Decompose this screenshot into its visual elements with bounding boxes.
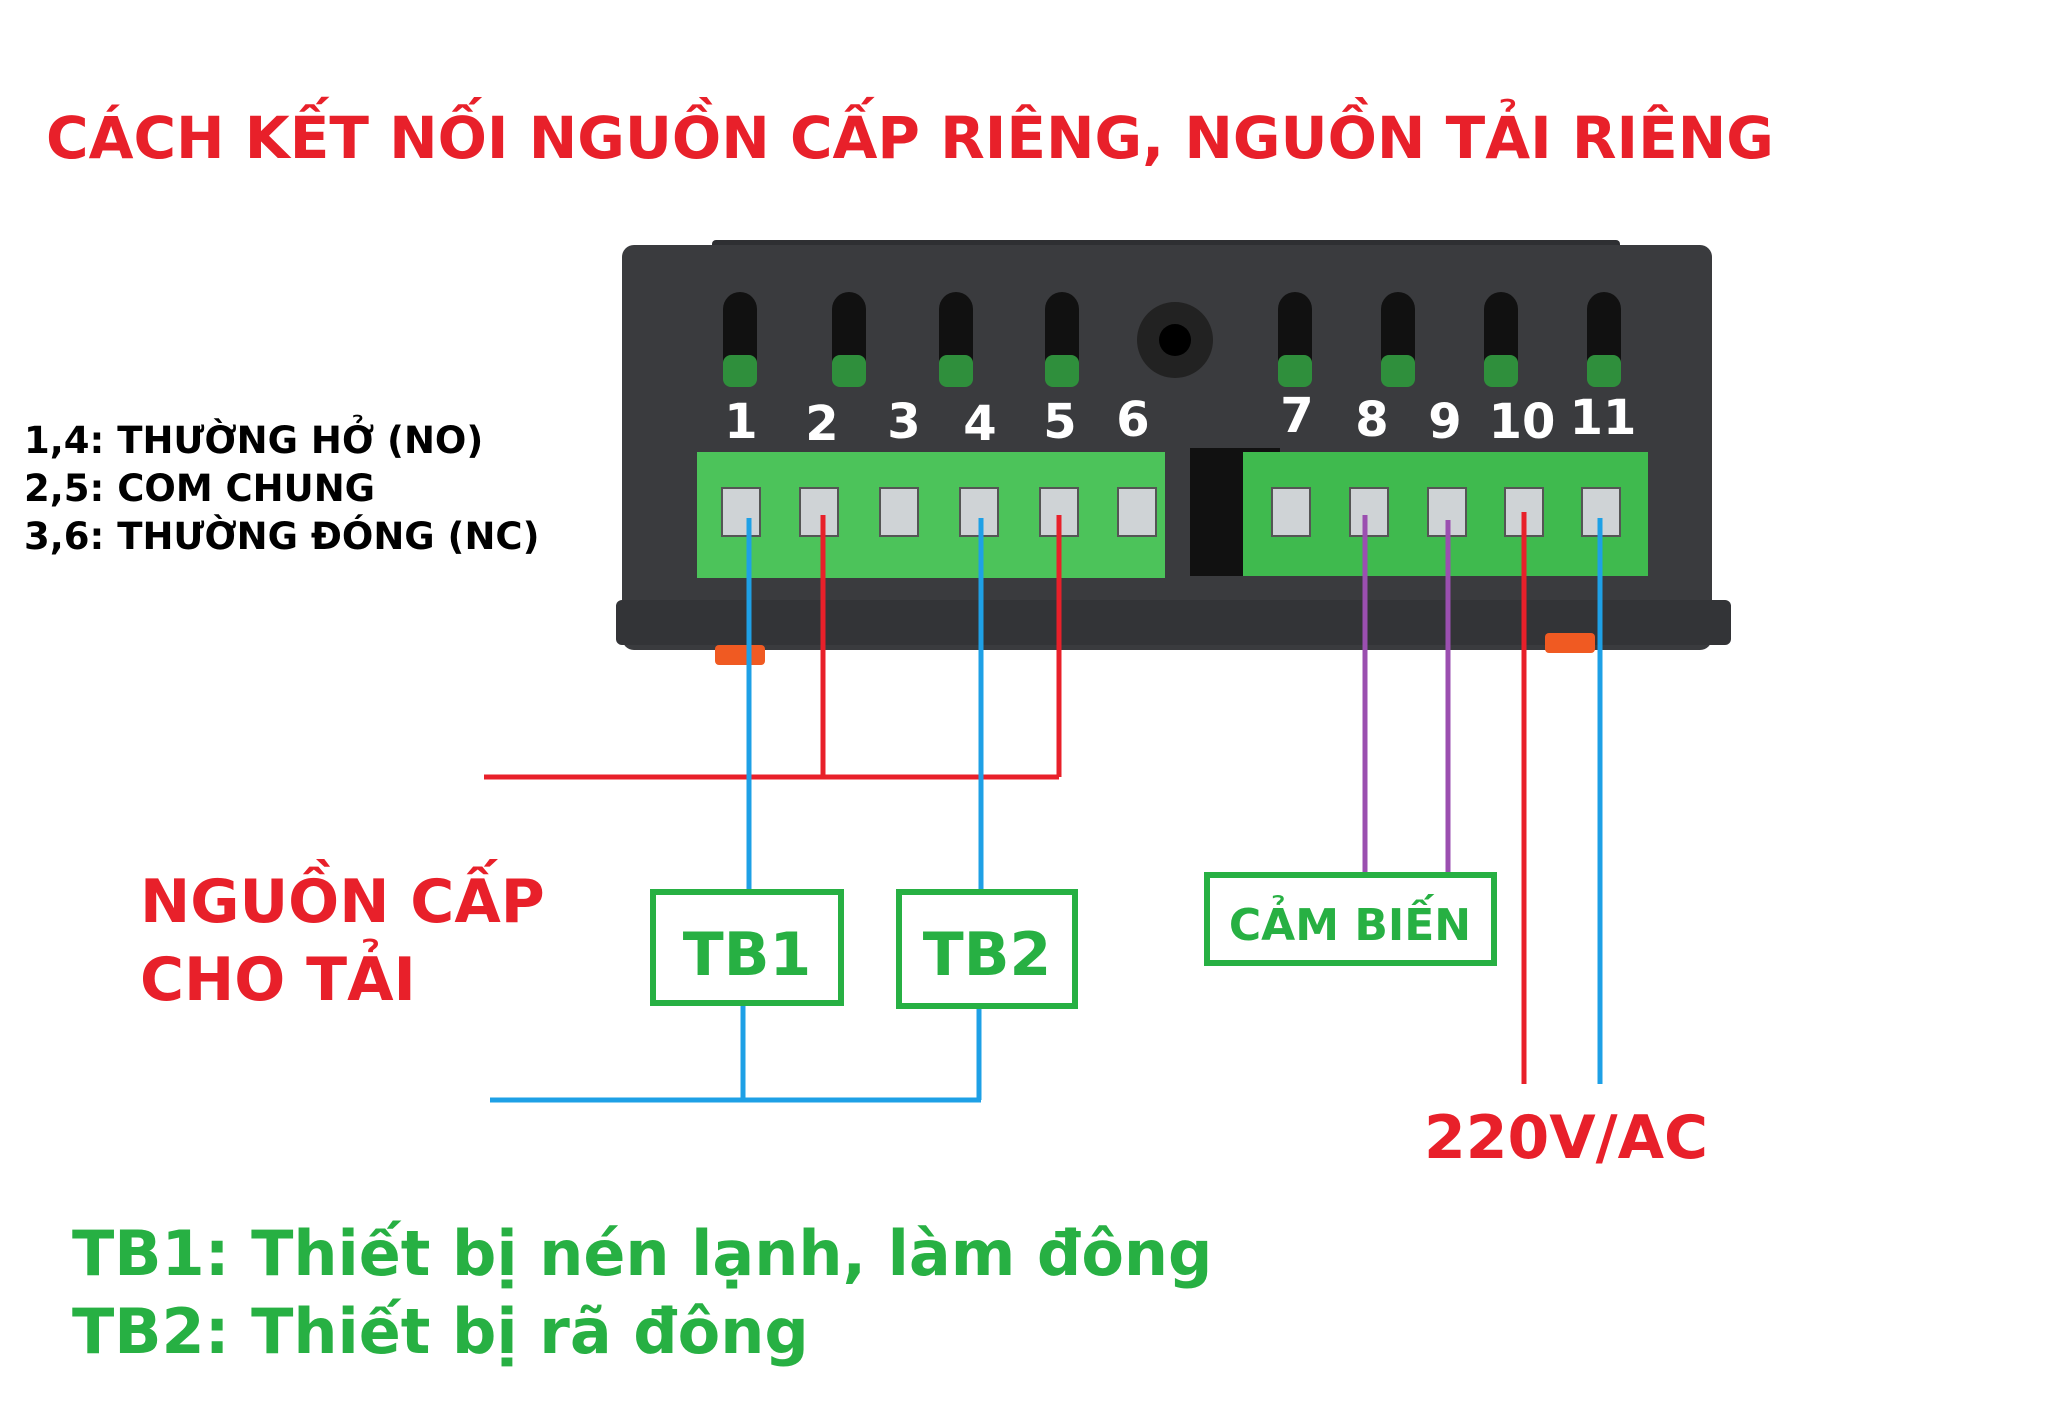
controller-device: 1 2 3 4 5 6 7 8 9 10 11	[616, 240, 1731, 665]
device-legend-tb2: TB2: Thiết bị rã đông	[72, 1295, 809, 1368]
legend-nc: 3,6: THƯỜNG ĐÓNG (NC)	[24, 514, 540, 558]
device-legend: TB1: Thiết bị nén lạnh, làm đông TB2: Th…	[72, 1217, 1212, 1368]
terminal-number: 6	[1116, 392, 1149, 448]
terminal-number: 8	[1355, 392, 1388, 448]
supply-label-line2: CHO TẢI	[140, 937, 416, 1015]
vent-slots	[723, 292, 1621, 387]
terminal-number: 11	[1570, 390, 1637, 446]
terminal-number: 9	[1428, 394, 1461, 450]
wires	[484, 512, 1603, 1103]
supply-label: NGUỒN CẤP CHO TẢI	[140, 858, 545, 1015]
terminal-number: 3	[887, 394, 920, 450]
terminal-number: 7	[1280, 388, 1313, 444]
terminal-number: 1	[724, 394, 757, 450]
supply-label-line1: NGUỒN CẤP	[140, 858, 545, 937]
legend-no: 1,4: THƯỜNG HỞ (NO)	[24, 414, 483, 462]
tb1-box: TB1	[650, 889, 844, 1006]
power-label: 220V/AC	[1424, 1103, 1708, 1173]
sensor-box: CẢM BIẾN	[1204, 872, 1497, 966]
tb2-box: TB2	[896, 889, 1078, 1009]
device-legend-tb1: TB1: Thiết bị nén lạnh, làm đông	[72, 1217, 1212, 1290]
tb2-label: TB2	[923, 920, 1051, 990]
terminal-number: 2	[805, 396, 838, 452]
terminal-block-left	[697, 452, 1165, 578]
terminal-number: 4	[963, 396, 996, 452]
terminal-number: 5	[1043, 394, 1076, 450]
terminal-legend: 1,4: THƯỜNG HỞ (NO) 2,5: COM CHUNG 3,6: …	[24, 414, 540, 558]
terminal-number: 10	[1489, 394, 1556, 450]
diagram-title: CÁCH KẾT NỐI NGUỒN CẤP RIÊNG, NGUỒN TẢI …	[46, 95, 1774, 172]
legend-com: 2,5: COM CHUNG	[24, 467, 375, 510]
sensor-label: CẢM BIẾN	[1229, 893, 1471, 951]
tb1-label: TB1	[683, 920, 811, 990]
